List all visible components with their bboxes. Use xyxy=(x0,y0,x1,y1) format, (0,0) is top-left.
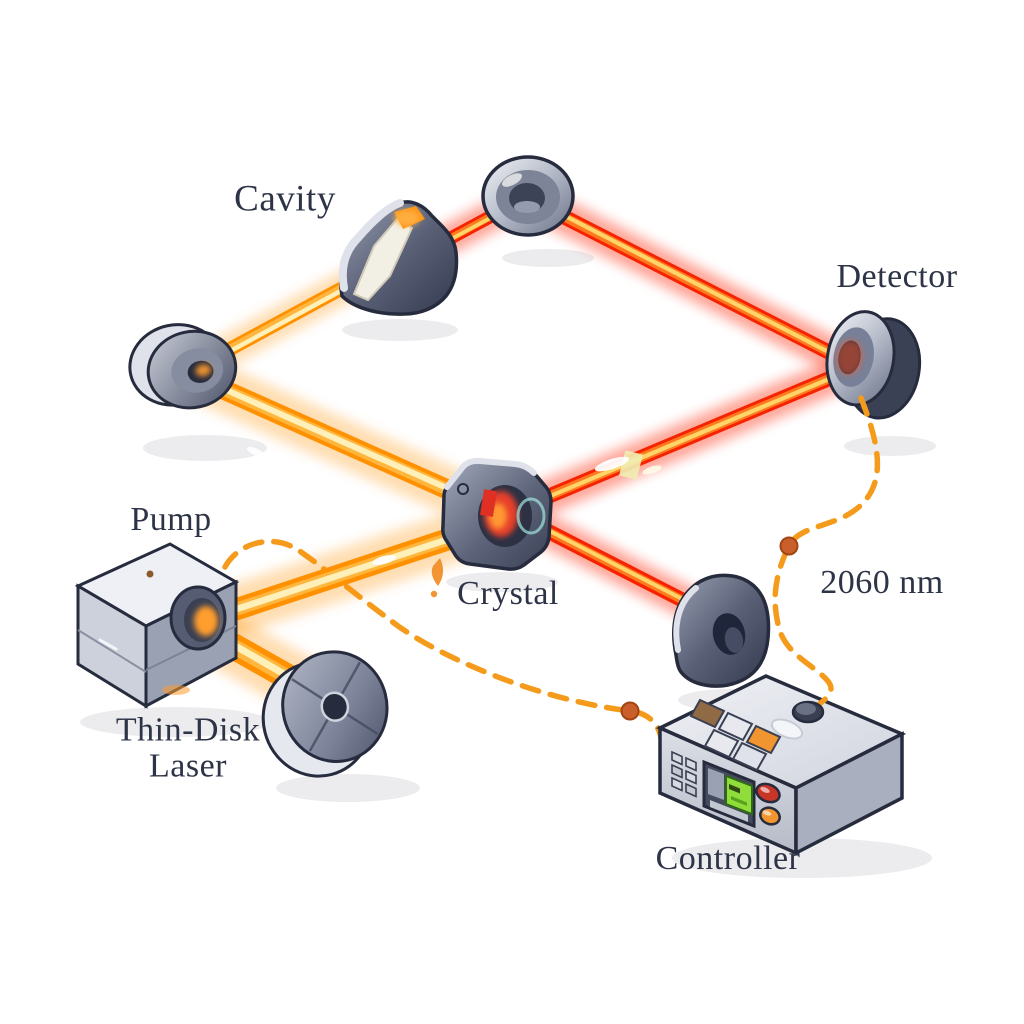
cable-node-pump xyxy=(620,701,640,721)
thin-disk-mirror xyxy=(261,650,389,778)
cavity-beam-mirror-to-crystal xyxy=(177,356,485,519)
label-pump: Pump xyxy=(130,501,212,539)
beam-sparkles xyxy=(246,446,662,598)
label-controller: Controller xyxy=(655,840,801,878)
pump-beam-to-crystal xyxy=(185,507,495,643)
red-beam-crystal-to-detector xyxy=(513,352,869,521)
left-mirror xyxy=(128,323,238,410)
label-thin-disk-line2: Laser xyxy=(148,747,227,784)
controller-top-switches xyxy=(689,698,782,772)
cable-node-detector xyxy=(779,536,799,556)
top-mirror xyxy=(481,155,575,237)
controller-box xyxy=(655,674,907,856)
label-thin-disk-laser: Thin-Disk Laser xyxy=(78,712,298,783)
label-wavelength: 2060 nm xyxy=(820,564,944,602)
pump-cable xyxy=(222,538,665,751)
pump-box xyxy=(74,542,240,709)
red-beam-top-mirror-to-detector xyxy=(516,184,869,381)
feedback-cable xyxy=(772,395,881,713)
controller-keypad xyxy=(671,750,697,798)
label-detector: Detector xyxy=(836,258,958,296)
detector-head xyxy=(825,310,922,420)
label-crystal: Crystal xyxy=(457,575,559,613)
controller-top-groove xyxy=(770,718,804,740)
label-cavity: Cavity xyxy=(234,178,336,220)
fold-mirror xyxy=(338,199,459,316)
controller-display xyxy=(702,759,756,829)
end-mirror xyxy=(672,573,771,688)
crystal-mount xyxy=(441,457,553,571)
red-beam-crystal-to-end-mirror xyxy=(514,506,712,623)
shadows xyxy=(80,249,936,878)
controller-connector xyxy=(791,700,825,724)
label-thin-disk-line1: Thin-Disk xyxy=(115,711,261,749)
pump-top-dot xyxy=(146,570,154,578)
